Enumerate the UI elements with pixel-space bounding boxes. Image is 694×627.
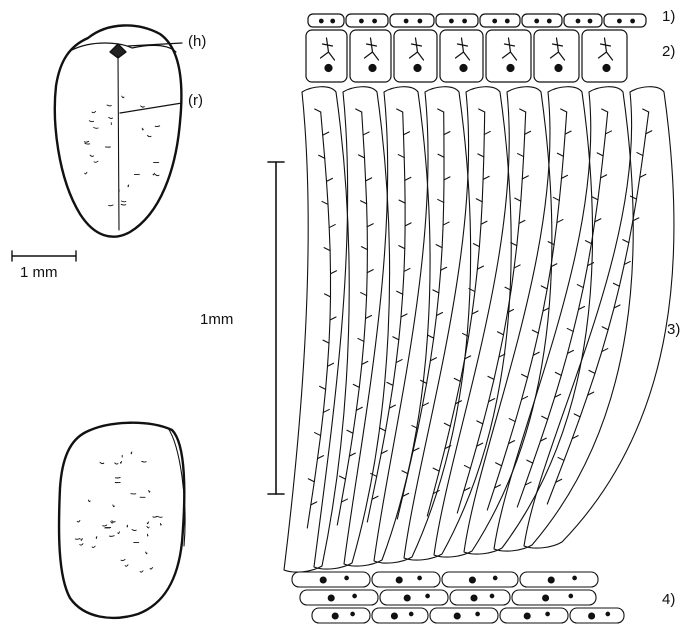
scale-large-label: 1mm: [200, 312, 233, 327]
seed-side-view: [59, 423, 185, 618]
inner-cell: [450, 590, 510, 605]
raphe-label: (r): [188, 93, 203, 108]
epidermis-cell: [390, 14, 434, 27]
inner-cell: [372, 572, 440, 587]
palisade-cell: [404, 87, 511, 560]
scale-bar-large: [268, 162, 284, 494]
layer-1-label: 1): [662, 9, 675, 24]
inner-cell: [300, 590, 378, 605]
epidermis-cell: [436, 14, 478, 27]
seed-face-view: [55, 25, 182, 236]
hypodermis-layer: [306, 30, 627, 82]
inner-cell: [512, 590, 596, 605]
epidermis-cell: [522, 14, 562, 27]
epidermis-cell: [604, 14, 646, 27]
inner-cell: [372, 608, 428, 623]
inner-cell: [570, 608, 624, 623]
epidermis-cell: [564, 14, 602, 27]
epidermis-layer: [308, 14, 646, 27]
palisade-cell: [524, 87, 674, 548]
raphe-leader: [120, 103, 182, 113]
layer-2-label: 2): [662, 44, 675, 59]
scale-small-label: 1 mm: [20, 265, 58, 280]
inner-cell: [520, 572, 598, 587]
scale-bar-small: [12, 251, 76, 261]
epidermis-cell: [308, 14, 344, 27]
inner-cell: [430, 608, 498, 623]
palisade-cell: [434, 87, 552, 557]
epidermis-cell: [480, 14, 520, 27]
palisade-cell: [344, 87, 430, 566]
inner-cell: [500, 608, 568, 623]
inner-layer: [292, 572, 624, 623]
palisade-cell: [284, 87, 349, 572]
epidermis-cell: [346, 14, 388, 27]
layer-3-label: 3): [667, 322, 680, 337]
layer-4-label: 4): [662, 592, 675, 607]
inner-cell: [442, 572, 518, 587]
inner-cell: [292, 572, 370, 587]
inner-cell: [380, 590, 448, 605]
inner-cell: [312, 608, 370, 623]
palisade-layer: [284, 87, 674, 572]
hilum-label: (h): [188, 34, 206, 49]
